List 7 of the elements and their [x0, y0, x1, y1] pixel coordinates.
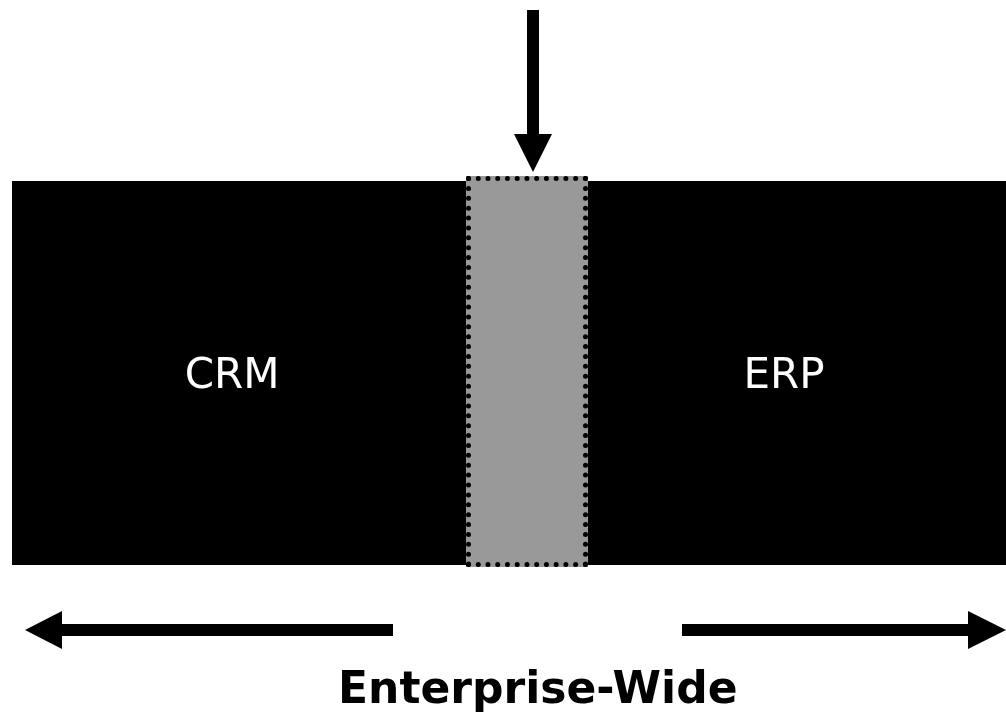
overlap-box — [466, 176, 588, 567]
erp-block — [586, 181, 1006, 565]
arrow — [514, 10, 552, 172]
axis-label: Enterprise-Wide — [338, 662, 738, 713]
crm-block — [12, 181, 468, 565]
block-label: ERP — [743, 348, 825, 398]
block-label: CRM — [184, 348, 280, 398]
